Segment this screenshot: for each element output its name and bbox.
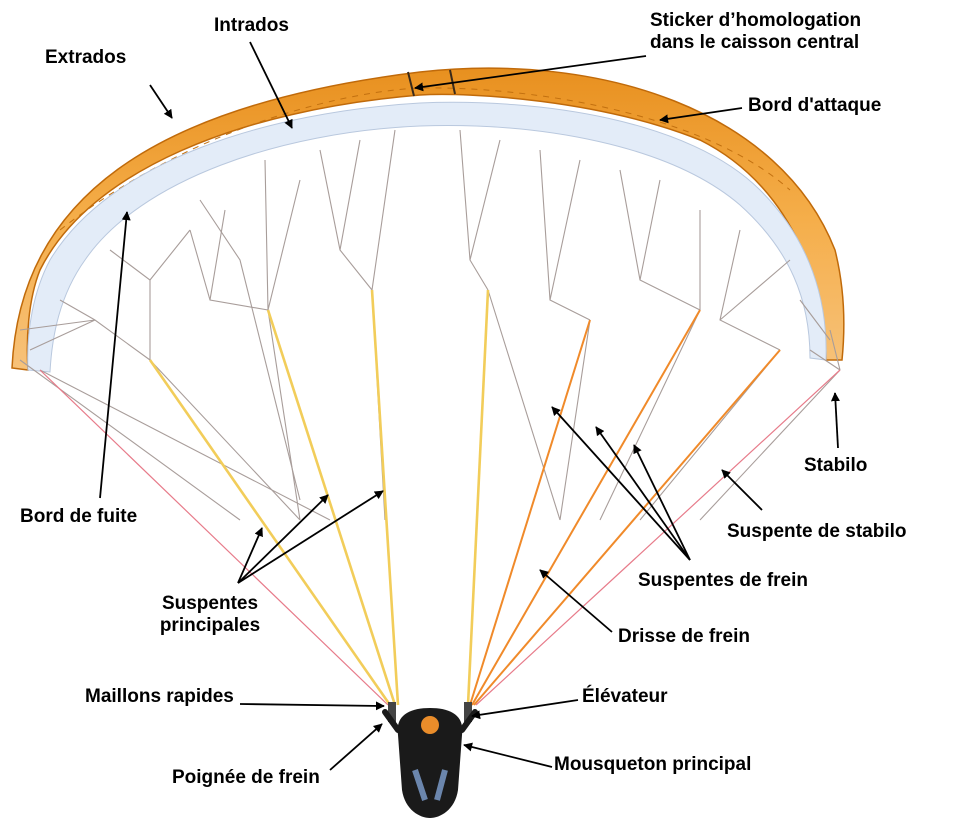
label-stabilo: Stabilo — [804, 455, 868, 476]
arrow-drisse — [539, 569, 613, 633]
label-bord-fuite: Bord de fuite — [20, 506, 138, 527]
arrow-frein-3 — [633, 444, 691, 561]
label-sticker: Sticker d’homologation dans le caisson c… — [650, 10, 861, 54]
label-suspente-stabilo: Suspente de stabilo — [727, 521, 907, 542]
label-maillons-rapides: Maillons rapides — [85, 686, 234, 707]
arrow-maillons — [239, 701, 385, 711]
arrow-poignee — [329, 723, 383, 771]
arrow-principales-1 — [237, 527, 263, 584]
arrow-sticker — [414, 55, 647, 92]
arrow-frein-1 — [551, 406, 691, 561]
label-elevateur: Élévateur — [582, 686, 668, 707]
canopy — [11, 67, 845, 373]
arrow-elevateur — [471, 699, 579, 720]
label-sticker-line1: Sticker d’homologation — [650, 10, 862, 31]
arrow-bord-attaque — [659, 107, 743, 124]
arrow-frein-2 — [595, 426, 691, 561]
arrow-mousqueton — [463, 742, 553, 768]
label-sticker-line2: dans le caisson central — [650, 32, 860, 53]
pilot — [382, 702, 478, 818]
label-arrows — [99, 41, 840, 771]
label-drisse-frein: Drisse de frein — [618, 626, 750, 647]
arrow-principales-3 — [237, 490, 384, 584]
label-suspentes-frein: Suspentes de frein — [638, 570, 808, 591]
arrow-suspente-stabilo — [721, 469, 763, 511]
arrow-principales-2 — [237, 494, 329, 584]
label-poignee-frein: Poignée de frein — [172, 767, 320, 788]
label-mousqueton-principal: Mousqueton principal — [554, 754, 752, 775]
label-intrados: Intrados — [214, 15, 289, 36]
label-suspentes-principales: Suspentes principales — [140, 593, 280, 637]
arrow-stabilo — [830, 392, 840, 449]
arrow-extrados — [149, 84, 173, 119]
label-principales-line1: Suspentes — [161, 593, 259, 614]
label-extrados: Extrados — [45, 47, 127, 68]
canopy-intrados — [27, 101, 827, 373]
label-bord-attaque: Bord d'attaque — [748, 95, 882, 116]
arrow-intrados — [249, 41, 293, 129]
arrow-bord-fuite — [99, 211, 131, 499]
label-principales-line2: principales — [159, 615, 261, 636]
suspension-lines — [19, 129, 841, 706]
